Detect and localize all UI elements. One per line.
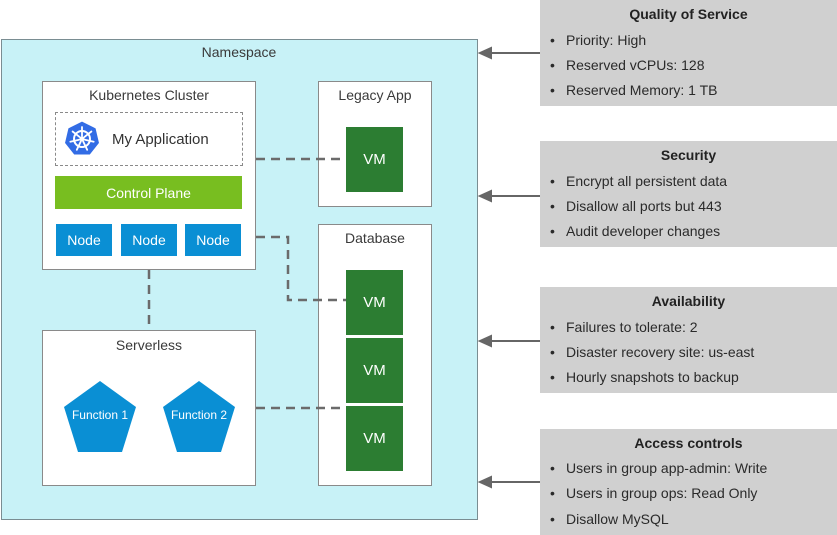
arrow-security-head	[477, 189, 492, 203]
availability-item: •Disaster recovery site: us-east	[550, 344, 755, 360]
node-1: Node	[56, 224, 112, 256]
access-item: •Users in group app-admin: Write	[550, 460, 768, 476]
access-item: •Disallow MySQL	[550, 511, 669, 527]
access-controls-title: Access controls	[634, 435, 743, 451]
security-item: •Encrypt all persistent data	[550, 173, 728, 189]
function-2-label: Function 2	[170, 408, 228, 422]
security-panel: Security •Encrypt all persistent data •D…	[540, 141, 837, 247]
arrow-qos-head	[477, 46, 492, 60]
node-2: Node	[121, 224, 177, 256]
security-item: •Disallow all ports but 443	[550, 198, 722, 214]
arrow-access-head	[477, 475, 492, 489]
qos-item: •Reserved vCPUs: 128	[550, 57, 705, 73]
legacy-vm: VM	[346, 127, 403, 192]
database-vm-2: VM	[346, 338, 403, 403]
kubernetes-cluster-title: Kubernetes Cluster	[89, 87, 209, 103]
security-title: Security	[660, 147, 717, 163]
kubernetes-helm-icon	[62, 119, 102, 159]
legacy-app-title: Legacy App	[338, 87, 412, 103]
qos-item: •Reserved Memory: 1 TB	[550, 82, 718, 98]
control-plane: Control Plane	[55, 176, 242, 209]
access-controls-panel: Access controls •Users in group app-admi…	[540, 429, 837, 535]
database-title: Database	[345, 230, 405, 246]
quality-of-service-panel: Quality of Service •Priority: High •Rese…	[540, 0, 837, 106]
serverless-title: Serverless	[115, 337, 183, 353]
availability-title: Availability	[651, 293, 726, 309]
qos-item: •Priority: High	[550, 32, 647, 48]
availability-panel: Availability •Failures to tolerate: 2 •D…	[540, 287, 837, 393]
security-item: •Audit developer changes	[550, 223, 721, 239]
database-vm-1: VM	[346, 270, 403, 335]
node-3: Node	[185, 224, 241, 256]
availability-item: •Failures to tolerate: 2	[550, 319, 698, 335]
database-vm-3: VM	[346, 406, 403, 471]
availability-item: •Hourly snapshots to backup	[550, 369, 739, 385]
arrow-availability-head	[477, 334, 492, 348]
my-application-label: My Application	[112, 131, 209, 148]
access-item: •Users in group ops: Read Only	[550, 485, 758, 501]
namespace-title: Namespace	[201, 44, 277, 60]
qos-title: Quality of Service	[629, 6, 748, 22]
function-1-label: Function 1	[71, 408, 129, 422]
